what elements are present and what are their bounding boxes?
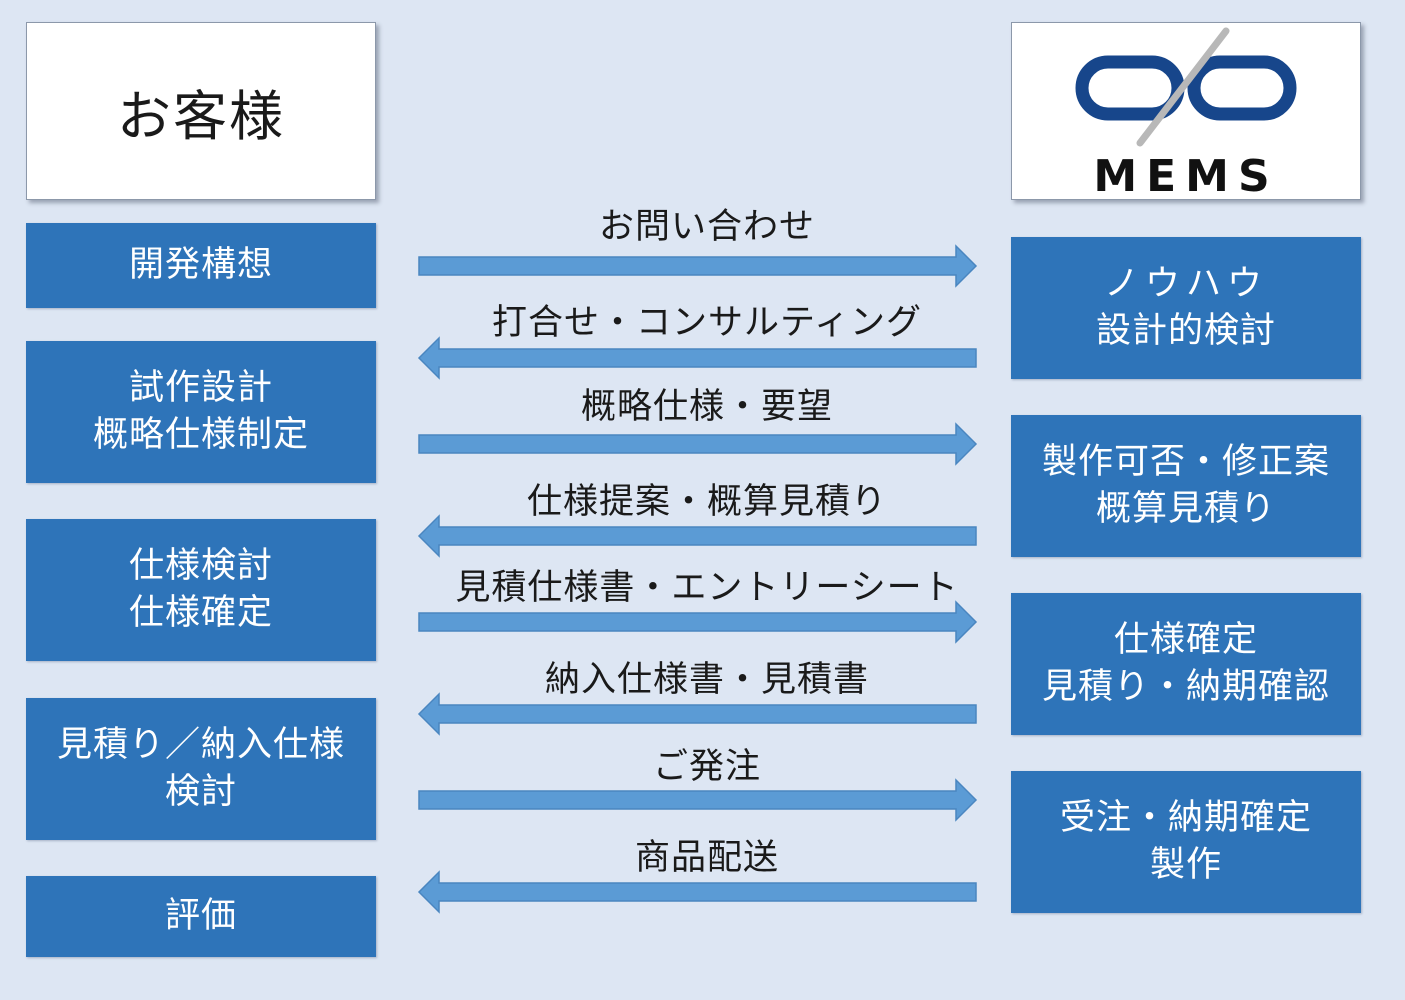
message-label-7: ご発注 bbox=[652, 747, 761, 787]
customer-step-1-line-1: 開発構想 bbox=[128, 245, 273, 285]
arrow-8 bbox=[417, 870, 977, 914]
message-label-1: お問い合わせ bbox=[598, 207, 815, 247]
arrow-2 bbox=[417, 336, 977, 380]
arrow-6 bbox=[417, 692, 977, 736]
message-label-2: 打合せ・コンサルティング bbox=[492, 303, 922, 343]
arrow-7 bbox=[418, 778, 978, 822]
customer-step-2-line-2: 概略仕様制定 bbox=[92, 415, 309, 455]
message-label-6: 納入仕様書・見積書 bbox=[544, 660, 869, 700]
mems-step-4-line-1: 受注・納期確定 bbox=[1059, 798, 1312, 838]
mems-step-2-line-1: 製作可否・修正案 bbox=[1041, 442, 1330, 482]
mems-step-3-line-2: 見積り・納期確認 bbox=[1041, 667, 1330, 707]
customer-step-4-line-2: 検討 bbox=[164, 772, 237, 812]
customer-step-3-line-2: 仕様確定 bbox=[128, 593, 273, 633]
arrow-4 bbox=[417, 514, 977, 558]
arrow-3 bbox=[418, 422, 978, 466]
mems-logo-box: MEMS bbox=[1011, 22, 1361, 200]
customer-step-3-line-1: 仕様検討 bbox=[128, 546, 273, 586]
mems-step-1-line-2: 設計的検討 bbox=[1095, 311, 1276, 351]
message-label-8: 商品配送 bbox=[634, 838, 779, 878]
customer-header-label: お客様 bbox=[117, 84, 285, 148]
customer-step-5: 評価 bbox=[26, 876, 376, 957]
mems-step-3-line-1: 仕様確定 bbox=[1113, 620, 1258, 660]
mems-step-3: 仕様確定 見積り・納期確認 bbox=[1011, 593, 1361, 735]
mems-step-4-line-2: 製作 bbox=[1149, 845, 1222, 885]
customer-step-4-line-1: 見積り／納入仕様 bbox=[56, 725, 345, 765]
message-label-5: 見積仕様書・エントリーシート bbox=[455, 568, 959, 608]
customer-step-4: 見積り／納入仕様 検討 bbox=[26, 698, 376, 840]
mems-step-2: 製作可否・修正案 概算見積り bbox=[1011, 415, 1361, 557]
arrow-5 bbox=[418, 600, 978, 644]
customer-header: お客様 bbox=[26, 22, 376, 200]
customer-step-2: 試作設計 概略仕様制定 bbox=[26, 341, 376, 483]
mems-step-2-line-2: 概算見積り bbox=[1095, 489, 1276, 529]
customer-step-3: 仕様検討 仕様確定 bbox=[26, 519, 376, 661]
message-label-3: 概略仕様・要望 bbox=[580, 387, 833, 427]
arrow-1 bbox=[418, 244, 978, 288]
mems-logo-right-loop bbox=[1187, 55, 1297, 121]
message-label-4: 仕様提案・概算見積り bbox=[526, 482, 887, 522]
mems-logo-text: MEMS bbox=[1093, 151, 1278, 199]
mems-step-1: ノウハウ 設計的検討 bbox=[1011, 237, 1361, 379]
customer-step-5-line-1: 評価 bbox=[164, 896, 237, 936]
customer-step-2-line-1: 試作設計 bbox=[128, 368, 273, 408]
mems-logo: MEMS bbox=[1075, 27, 1297, 199]
customer-step-1: 開発構想 bbox=[26, 223, 376, 308]
mems-step-4: 受注・納期確定 製作 bbox=[1011, 771, 1361, 913]
mems-logo-slash bbox=[1136, 27, 1230, 147]
mems-step-1-line-1: ノウハウ bbox=[1103, 264, 1268, 304]
